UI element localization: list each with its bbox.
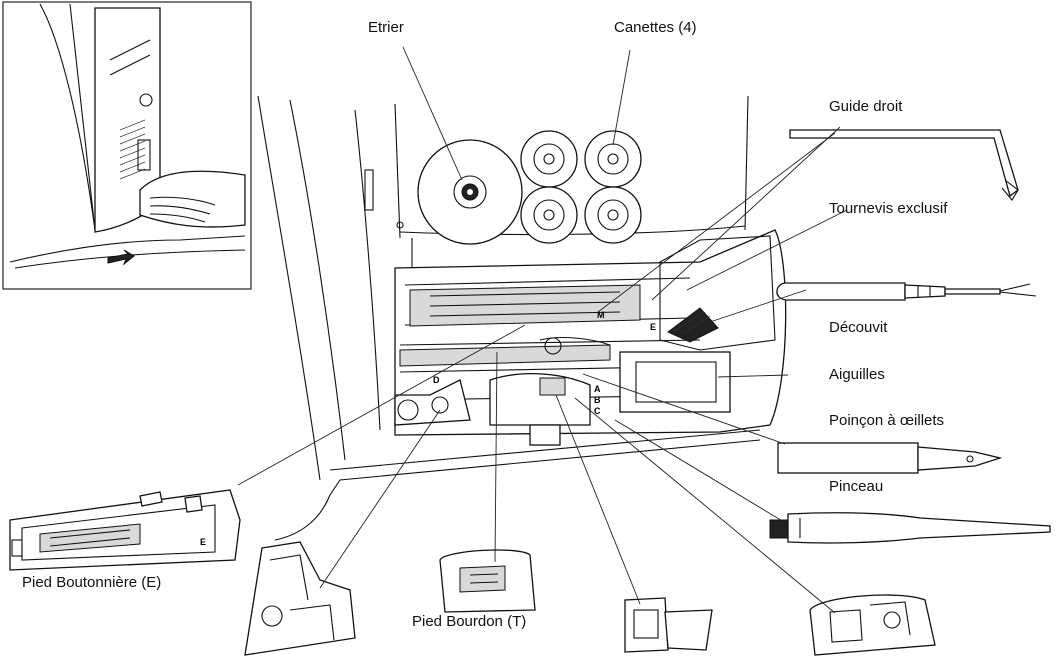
- tray-letter-b: B: [594, 395, 601, 405]
- buttonhole-foot-letter: E: [200, 537, 206, 547]
- overcast-foot: [809, 594, 936, 656]
- accessory-tray: M E D A B C: [394, 229, 787, 446]
- zipper-foot: [244, 541, 356, 656]
- screwdriver: [776, 282, 946, 301]
- tray-letter-c: C: [594, 406, 601, 416]
- leader-lines: [237, 46, 848, 614]
- label-guide-droit: Guide droit: [829, 98, 903, 115]
- bobbin-cover: [417, 139, 523, 245]
- zigzag-foot: [624, 597, 713, 653]
- seam-ripper: [944, 283, 1037, 297]
- edge-guide: [789, 129, 1019, 201]
- buttonhole-foot: E: [9, 489, 241, 571]
- label-pied-bourdon: Pied Bourdon (T): [412, 613, 527, 630]
- satin-foot: [439, 549, 536, 613]
- label-pinceau: Pinceau: [829, 478, 884, 495]
- label-etrier: Etrier: [368, 19, 404, 36]
- lint-brush: [769, 512, 1051, 544]
- tray-letter-m: M: [597, 310, 605, 320]
- eyelet-punch: [777, 442, 1003, 474]
- label-poincon: Poinçon à œillets: [829, 412, 945, 429]
- label-tournevis: Tournevis exclusif: [829, 200, 948, 217]
- label-pied-boutonniere: Pied Boutonnière (E): [22, 574, 162, 591]
- label-aiguilles: Aiguilles: [829, 366, 885, 383]
- tray-letter-d: D: [433, 375, 440, 385]
- tray-letter-e: E: [650, 322, 656, 332]
- label-canettes: Canettes (4): [614, 19, 697, 36]
- inset-illustration: [2, 1, 252, 290]
- tray-letter-a: A: [594, 384, 601, 394]
- label-decouvit: Découvit: [829, 319, 888, 336]
- bobbins: [520, 130, 642, 244]
